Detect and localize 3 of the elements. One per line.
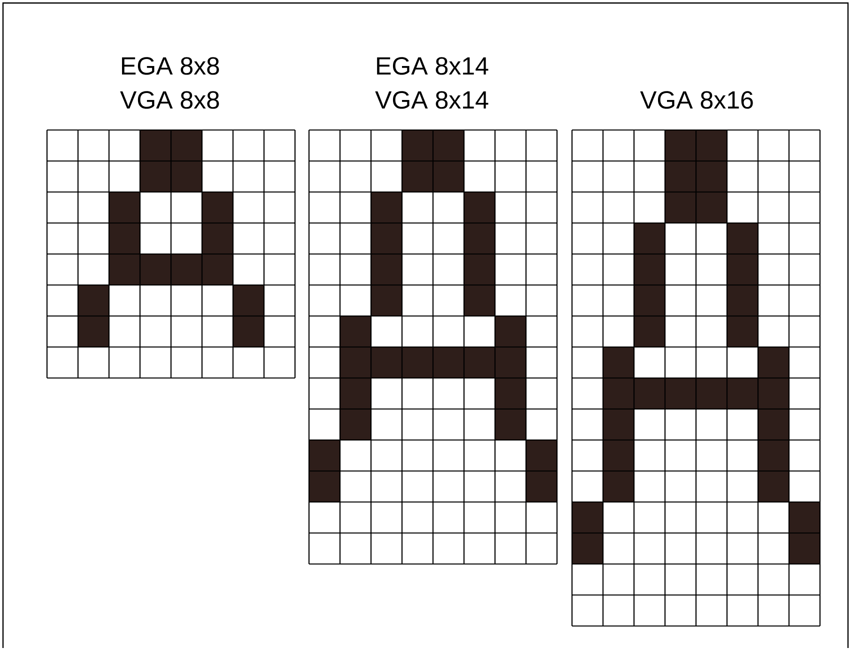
font-label: VGA 8x16 (640, 91, 753, 109)
font-label: EGA 8x14 VGA 8x14 (375, 57, 488, 109)
font-label: EGA 8x8 VGA 8x8 (120, 57, 219, 109)
